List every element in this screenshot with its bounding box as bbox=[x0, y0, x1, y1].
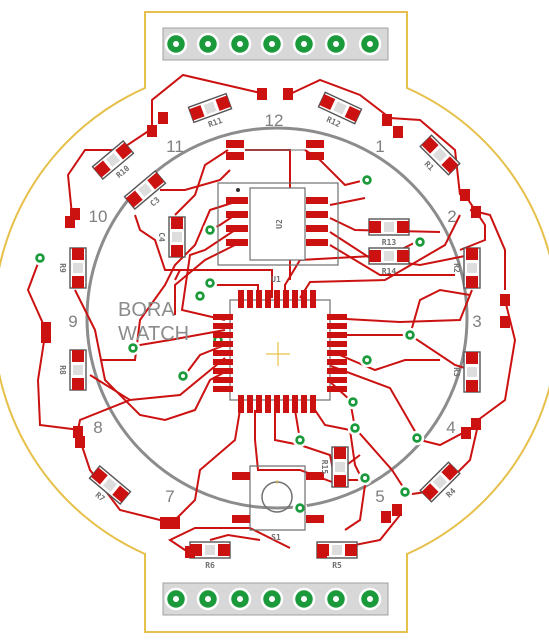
dial-number-10: 10 bbox=[89, 207, 108, 226]
resistor-r9 bbox=[69, 247, 87, 289]
resistor-r10 bbox=[91, 140, 135, 180]
label-r3: R3 bbox=[452, 367, 461, 377]
u1-label: U1 bbox=[271, 275, 281, 284]
ring-pad bbox=[185, 546, 195, 558]
dial-number-8: 8 bbox=[93, 418, 102, 437]
ring-pad bbox=[65, 216, 75, 228]
ring-pad bbox=[158, 112, 168, 124]
resistor-r14 bbox=[368, 247, 410, 265]
label-r11: R11 bbox=[207, 116, 224, 129]
resistor-r1 bbox=[419, 134, 461, 176]
label-r5: R5 bbox=[332, 561, 342, 570]
dial-number-3: 3 bbox=[472, 312, 481, 331]
ring-pad bbox=[381, 511, 391, 523]
board-outline bbox=[0, 11, 549, 633]
board-name-line2: WATCH bbox=[118, 323, 189, 345]
label-r9: R9 bbox=[58, 263, 67, 273]
watch-dial-circle bbox=[85, 126, 469, 510]
resistor-r13 bbox=[368, 218, 410, 236]
label-r8: R8 bbox=[58, 365, 67, 375]
dial-number-1: 1 bbox=[375, 137, 384, 156]
ring-pad bbox=[41, 322, 51, 334]
label-r15: R15 bbox=[320, 460, 329, 475]
dial-number-9: 9 bbox=[68, 312, 77, 331]
label-r2: R2 bbox=[452, 263, 461, 273]
chip-u2: U2 bbox=[217, 182, 339, 266]
ring-pad bbox=[382, 114, 392, 126]
label-r14: R14 bbox=[382, 267, 397, 276]
ring-pad bbox=[500, 316, 510, 328]
ring-pad bbox=[471, 418, 481, 430]
label-r13: R13 bbox=[382, 238, 397, 247]
ring-pad bbox=[147, 125, 157, 137]
dial-number-4: 4 bbox=[446, 418, 455, 437]
dial-number-7: 7 bbox=[165, 487, 174, 506]
top-pin-header bbox=[162, 27, 389, 61]
label-r7: R7 bbox=[93, 490, 106, 503]
ring-pad bbox=[41, 331, 51, 343]
ring-pad bbox=[461, 427, 471, 439]
ring-pad bbox=[393, 126, 403, 138]
resistor-r2 bbox=[463, 247, 481, 289]
dial-number-11: 11 bbox=[166, 137, 184, 156]
label-r6: R6 bbox=[205, 561, 215, 570]
resistor-r3 bbox=[463, 351, 481, 393]
resistor-r4 bbox=[419, 461, 461, 503]
ring-pad bbox=[317, 546, 327, 558]
ring-pad bbox=[392, 504, 402, 516]
switch-s1: S1 bbox=[232, 465, 324, 542]
ring-pad bbox=[73, 426, 83, 438]
resistor-r11 bbox=[187, 92, 233, 124]
ring-pad bbox=[460, 189, 470, 201]
label-r1: R1 bbox=[422, 159, 435, 172]
ring-pad bbox=[170, 517, 180, 529]
ring-pad bbox=[257, 88, 267, 100]
bottom-pin-header bbox=[162, 582, 389, 616]
label-c4: C4 bbox=[157, 232, 166, 242]
ring-pad bbox=[75, 436, 85, 448]
resistor-r6 bbox=[189, 541, 231, 559]
dial-number-12: 12 bbox=[265, 111, 284, 130]
resistor-r8 bbox=[69, 349, 87, 391]
u2-label: U2 bbox=[275, 219, 284, 229]
board-name-line1: BORA bbox=[118, 299, 175, 321]
resistor-r7 bbox=[88, 465, 132, 505]
resistor-c4 bbox=[168, 216, 186, 258]
label-c3: C3 bbox=[148, 195, 161, 208]
resistor-r15 bbox=[331, 446, 349, 488]
dial-number-2: 2 bbox=[447, 207, 456, 226]
ring-pad bbox=[471, 206, 481, 218]
ring-pad bbox=[70, 208, 80, 220]
chip-u1: U1 bbox=[213, 275, 347, 413]
ring-pad bbox=[500, 294, 510, 306]
s1-label: S1 bbox=[271, 533, 281, 542]
resistor-r12 bbox=[317, 91, 363, 125]
ring-pad bbox=[283, 88, 293, 100]
capacitor-top bbox=[226, 140, 324, 160]
ring-pad bbox=[160, 517, 170, 529]
via-holes bbox=[38, 178, 422, 510]
label-r4: R4 bbox=[444, 486, 457, 499]
dial-number-5: 5 bbox=[375, 487, 384, 506]
resistor-c3 bbox=[123, 170, 167, 210]
